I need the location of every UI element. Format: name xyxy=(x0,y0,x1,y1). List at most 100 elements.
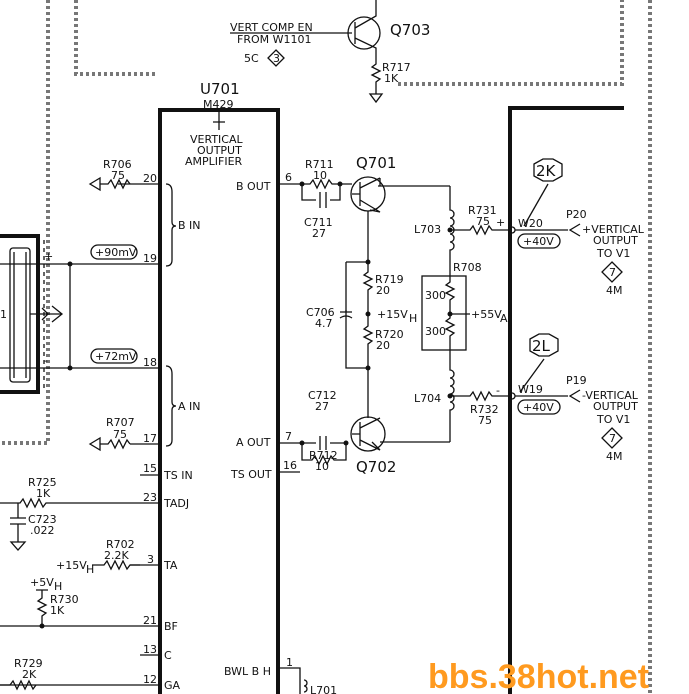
svg-text:7: 7 xyxy=(609,266,616,279)
transistor-q702 xyxy=(350,416,386,452)
svg-text:2.2K: 2.2K xyxy=(104,549,129,562)
svg-text:3: 3 xyxy=(273,52,280,65)
pin-7: 7 xyxy=(285,430,292,443)
resistor-r702: R702 2.2K +15V H xyxy=(56,538,140,576)
svg-text:A: A xyxy=(500,312,508,325)
voltage-badge-90mv: +90mV xyxy=(90,244,138,260)
svg-text:75: 75 xyxy=(111,169,125,182)
supply-15vh-left: +15V xyxy=(56,559,87,572)
ic-ref: U701 xyxy=(200,80,240,98)
voltage-badge-w20 xyxy=(517,233,561,249)
svg-text:1K: 1K xyxy=(50,604,65,617)
connector-pin-1: 1 xyxy=(0,308,7,321)
svg-text:-VERTICAL: -VERTICAL xyxy=(582,389,639,402)
svg-text:H: H xyxy=(409,312,417,325)
svg-text:2L: 2L xyxy=(532,337,551,355)
supply-5vh: +5V xyxy=(30,576,54,589)
w19-label: W19 xyxy=(518,383,543,396)
svg-text:+72mV: +72mV xyxy=(95,350,137,363)
pin-20: 20 xyxy=(143,172,157,185)
pin-label-a-out: A OUT xyxy=(236,436,271,449)
svg-text:2K: 2K xyxy=(536,162,557,180)
svg-text:OUTPUT: OUTPUT xyxy=(593,400,638,413)
svg-text:20: 20 xyxy=(376,339,390,352)
svg-text:TO V1: TO V1 xyxy=(596,413,630,426)
svg-text:R729: R729 xyxy=(14,657,43,670)
capacitor-c723: C723 .022 xyxy=(9,503,57,551)
l703-label: L703 xyxy=(414,223,441,236)
r708-label: R708 xyxy=(453,261,482,274)
svg-text:R706: R706 xyxy=(103,158,132,171)
ic-right-pins: 6 7 16 1 B OUT A OUT TS OUT BWL B H xyxy=(224,171,302,694)
pin-label-c: C xyxy=(164,649,172,662)
pin-18: 18 xyxy=(143,356,157,369)
resistor-r730: +5V H R730 1K xyxy=(30,576,79,629)
pin-label-bf: BF xyxy=(164,620,178,633)
l704-label: L704 xyxy=(414,392,441,405)
tag-2k xyxy=(533,158,563,182)
pin-1: 1 xyxy=(286,656,293,669)
pin-21: 21 xyxy=(143,614,157,627)
c706-label: C706 xyxy=(306,306,335,319)
pin-16: 16 xyxy=(283,459,297,472)
svg-text:H: H xyxy=(54,580,62,593)
svg-text:4.7: 4.7 xyxy=(315,317,333,330)
svg-text:R707: R707 xyxy=(106,416,135,429)
r731-label: R731 xyxy=(468,204,497,217)
input-minus: - xyxy=(44,354,48,367)
q702-label: Q702 xyxy=(356,458,396,476)
svg-text:C723: C723 xyxy=(28,513,57,526)
ic-func-line1: VERTICAL xyxy=(190,133,243,146)
pin-17: 17 xyxy=(143,432,157,445)
svg-text:4M: 4M xyxy=(606,284,623,297)
resistor-r707: R707 75 xyxy=(88,416,135,452)
svg-text:R725: R725 xyxy=(28,476,57,489)
svg-text:+40V: +40V xyxy=(523,235,554,248)
supply-55va: +55V xyxy=(471,308,502,321)
transistor-q703: VERT COMP EN FROM W1101 5C 3 Q703 R717 1… xyxy=(230,0,430,104)
ic-func-line2: OUTPUT xyxy=(197,144,242,157)
svg-text:300: 300 xyxy=(425,325,446,338)
pin-label-ts-in: TS IN xyxy=(163,469,193,482)
svg-text:TO V1: TO V1 xyxy=(596,247,630,260)
supply-15vh-stage: +15V xyxy=(377,308,408,321)
svg-text:75: 75 xyxy=(113,428,127,441)
pin-12: 12 xyxy=(143,673,157,686)
pin-6: 6 xyxy=(285,171,292,184)
c711-label: C711 xyxy=(304,216,333,229)
svg-text:R730: R730 xyxy=(50,593,79,606)
svg-text:R702: R702 xyxy=(106,538,135,551)
ic-left-pins: 20 19 18 17 15 23 3 21 13 12 B IN A IN T… xyxy=(0,172,201,692)
svg-text:R717: R717 xyxy=(382,61,411,74)
svg-text:300: 300 xyxy=(425,289,446,302)
svg-text:OUTPUT: OUTPUT xyxy=(593,234,638,247)
c712-label: C712 xyxy=(308,389,337,402)
w20-label: W20 xyxy=(518,217,543,230)
pin-label-tadj: TADJ xyxy=(163,497,189,510)
svg-text:2K: 2K xyxy=(22,668,37,681)
pin-23: 23 xyxy=(143,491,157,504)
pin-15: 15 xyxy=(143,462,157,475)
svg-text:7: 7 xyxy=(609,432,616,445)
svg-text:.022: .022 xyxy=(30,524,55,537)
svg-text:27: 27 xyxy=(312,227,326,240)
voltage-badge-w19 xyxy=(517,399,561,415)
svg-text:+VERTICAL: +VERTICAL xyxy=(582,223,645,236)
output-stage: R711 10 C711 27 Q701 R719 20 R720 20 C70… xyxy=(299,154,512,694)
pin-label-ta: TA xyxy=(163,559,178,572)
pin-3: 3 xyxy=(147,553,154,566)
svg-text:75: 75 xyxy=(478,414,492,427)
svg-text:5C: 5C xyxy=(244,52,259,65)
svg-text:Q703: Q703 xyxy=(390,21,430,39)
p20-label: P20 xyxy=(566,208,587,221)
svg-text:1K: 1K xyxy=(36,487,51,500)
svg-text:+90mV: +90mV xyxy=(95,246,137,259)
vert-comp-source: FROM W1101 xyxy=(237,33,312,46)
tag-2l xyxy=(529,333,559,357)
l701-label: L701 xyxy=(310,684,337,694)
svg-text:+: + xyxy=(496,216,505,229)
svg-text:1K: 1K xyxy=(384,72,399,85)
q701-label: Q701 xyxy=(356,154,396,172)
